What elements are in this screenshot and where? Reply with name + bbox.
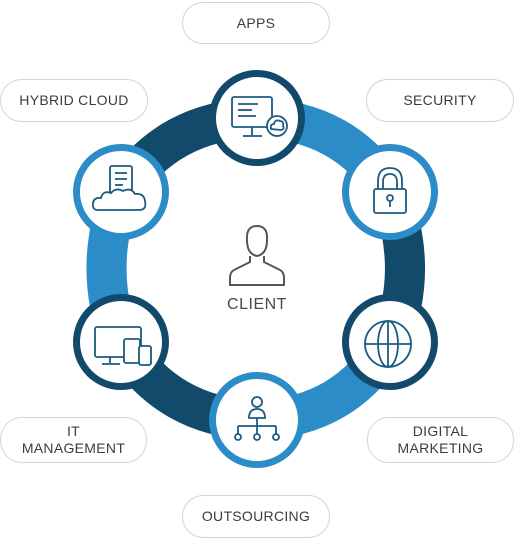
padlock-icon <box>373 167 407 214</box>
label-digital-marketing-line2: MARKETING <box>397 440 484 456</box>
node-security[interactable] <box>342 144 438 240</box>
node-outsourcing[interactable] <box>209 372 305 468</box>
label-outsourcing-text: OUTSOURCING <box>201 508 311 524</box>
center-disc <box>143 154 371 382</box>
person-icon <box>229 225 285 286</box>
devices-icon <box>94 326 152 366</box>
label-hybrid-cloud-text: HYBRID CLOUD <box>19 92 129 108</box>
label-apps-text: APPS <box>236 14 276 31</box>
node-hybrid-cloud[interactable] <box>73 144 169 240</box>
label-digital-marketing-line1: DIGITAL <box>412 423 469 439</box>
org-chart-icon <box>234 396 280 441</box>
label-security[interactable]: SECURITY <box>366 79 514 122</box>
cloud-document-icon <box>91 165 147 211</box>
label-security-text: SECURITY <box>403 92 477 108</box>
node-digital-marketing[interactable] <box>342 294 438 390</box>
label-hybrid-cloud[interactable]: HYBRID CLOUD <box>0 79 148 122</box>
globe-icon <box>364 320 412 368</box>
node-it-management[interactable] <box>73 294 169 390</box>
monitor-cloud-icon <box>231 96 288 137</box>
node-apps[interactable] <box>209 70 305 166</box>
label-digital-marketing[interactable]: DIGITAL MARKETING <box>367 417 514 463</box>
label-it-management-line1: IT <box>66 423 81 439</box>
label-outsourcing[interactable]: OUTSOURCING <box>182 495 330 538</box>
client-label: CLIENT <box>227 296 287 313</box>
label-apps[interactable]: APPS <box>182 2 330 44</box>
label-it-management[interactable]: IT MANAGEMENT <box>0 417 147 463</box>
label-it-management-line2: MANAGEMENT <box>21 440 126 456</box>
